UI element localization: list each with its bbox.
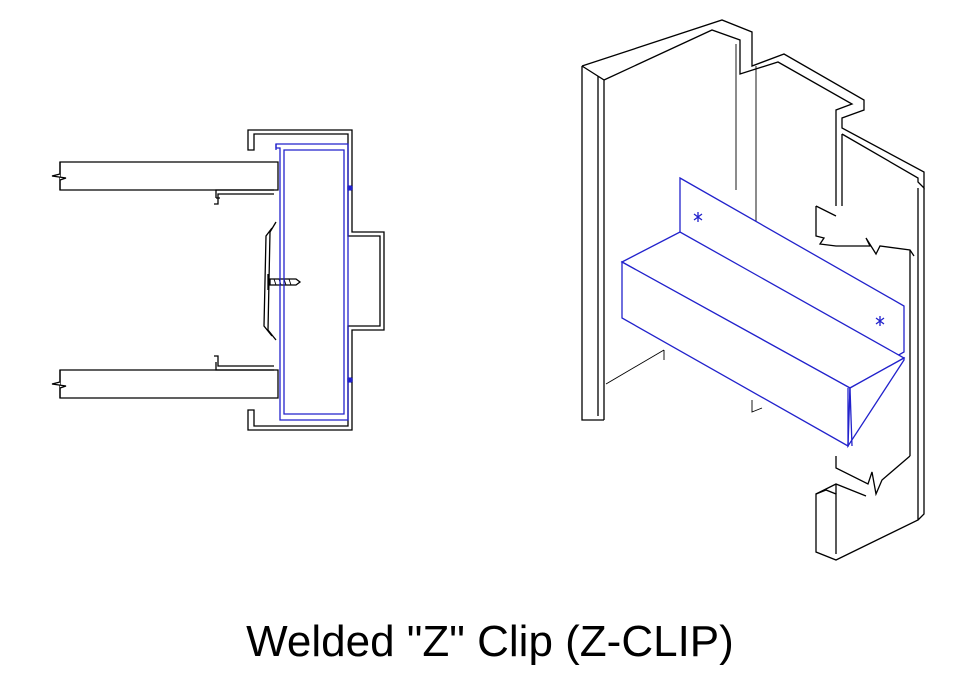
jamb-return-face xyxy=(603,29,854,206)
detail-drawing xyxy=(51,19,925,561)
anchor-bracket xyxy=(263,221,277,341)
lower-stud-track xyxy=(214,355,274,371)
weld-mark-iso-left xyxy=(693,212,703,222)
weld-mark-upper xyxy=(346,184,354,192)
z-clip-section xyxy=(275,143,349,421)
lower-wall-board xyxy=(51,369,279,399)
plan-section-view xyxy=(51,129,385,431)
break-line-upper xyxy=(815,206,915,257)
break-line-lower xyxy=(835,455,911,497)
isometric-view xyxy=(581,19,925,561)
jamb-side-face xyxy=(815,188,919,561)
door-frame-section xyxy=(247,129,385,431)
z-clip-isometric xyxy=(620,176,906,449)
upper-stud-track xyxy=(214,189,274,205)
weld-mark-iso-right xyxy=(875,316,885,326)
drawing-caption: Welded "Z" Clip (Z-CLIP) xyxy=(246,617,734,666)
weld-mark-lower xyxy=(346,376,354,384)
upper-wall-board xyxy=(51,161,279,191)
